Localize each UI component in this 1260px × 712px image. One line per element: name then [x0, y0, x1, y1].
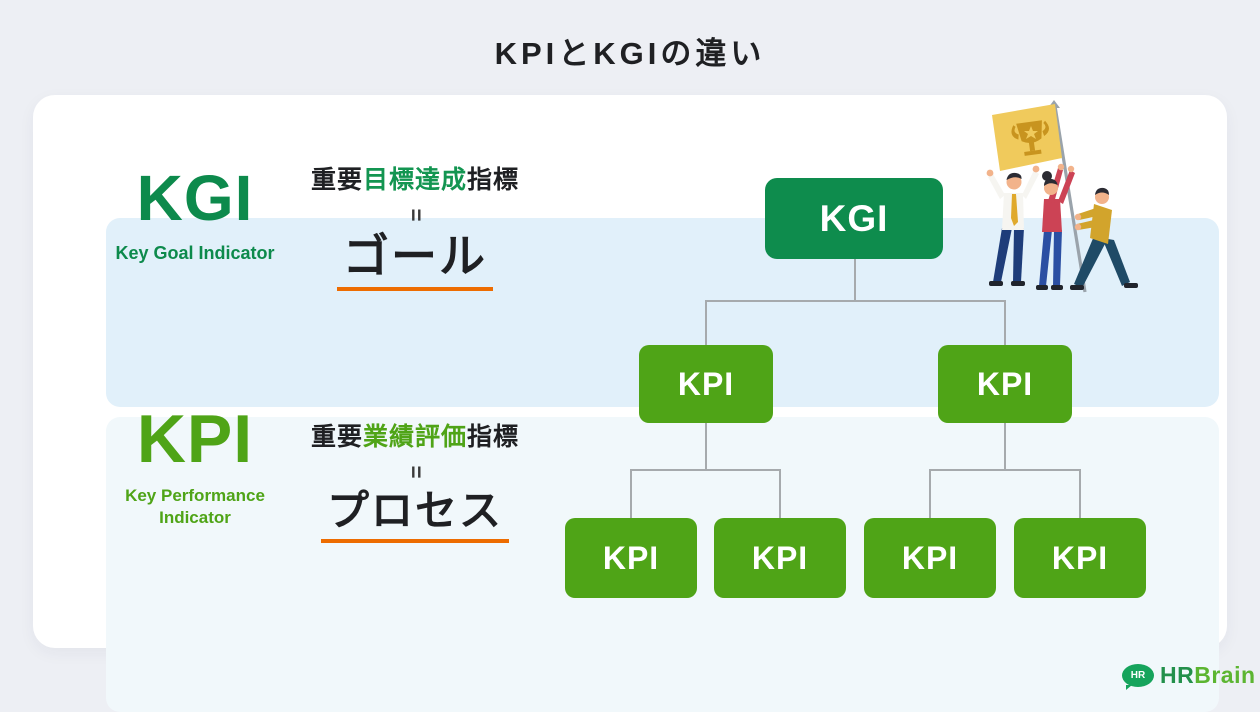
kpi-definition-suffix: 指標: [467, 423, 520, 451]
kpi-equals-symbol: =: [402, 465, 428, 479]
kpi-meaning: プロセス: [320, 487, 509, 544]
kgi-definition-prefix: 重要: [310, 166, 363, 194]
kpi-definition: 重要業績評価指標: [311, 417, 519, 453]
team-flag-illustration: [986, 100, 1138, 293]
kpi-full-name-line2: Indicator: [159, 508, 231, 528]
person-pushing-icon: [1070, 187, 1138, 290]
kgi-full-name: Key Goal Indicator: [115, 243, 275, 263]
kgi-equals-symbol: =: [402, 208, 428, 222]
hrbrain-wordmark-hr: HR: [1160, 662, 1195, 688]
hrbrain-bubble-icon: HR: [1122, 664, 1154, 690]
person-reaching-icon: [1036, 163, 1075, 290]
kgi-acronym: KGI: [136, 162, 254, 234]
hrbrain-wordmark-brain: Brain: [1194, 662, 1256, 688]
page-title: KPIとKGIの違い: [494, 36, 766, 71]
kpi-definition-prefix: 重要: [310, 423, 363, 451]
tree-node-kgi: KGI: [765, 178, 943, 259]
tree-node-kpi-leaf-2: KPI: [714, 518, 846, 598]
trophy-flag-icon: [992, 104, 1062, 171]
kpi-acronym-block: KPI Key Performance Indicator: [85, 405, 305, 529]
kpi-full-name: Key Performance Indicator: [85, 485, 305, 529]
kgi-definition-highlight: 目標達成: [362, 166, 467, 194]
tree-node-kpi-mid-1: KPI: [639, 345, 773, 423]
tree-node-kpi-leaf-3: KPI: [864, 518, 996, 598]
kgi-definition-suffix: 指標: [467, 166, 520, 194]
hrbrain-wordmark: HRBrain: [1160, 662, 1256, 689]
tree-node-kpi-leaf-4: KPI: [1014, 518, 1146, 598]
tree-node-kpi-mid-2: KPI: [938, 345, 1072, 423]
kpi-definition-highlight: 業績評価: [362, 423, 467, 451]
kpi-full-name-line1: Key Performance: [125, 486, 265, 505]
kgi-meaning: ゴール: [337, 230, 493, 291]
kgi-acronym-block: KGI Key Goal Indicator: [85, 166, 305, 265]
tree-node-kpi-leaf-1: KPI: [565, 518, 697, 598]
kgi-definition: 重要目標達成指標: [311, 160, 519, 196]
person-celebrating-icon: [986, 165, 1040, 286]
hrbrain-logo: HR HRBrain: [1122, 662, 1256, 690]
kgi-definition-block: 重要目標達成指標 = ゴール: [300, 160, 530, 291]
kpi-definition-block: 重要業績評価指標 = プロセス: [300, 417, 530, 544]
kpi-acronym: KPI: [136, 401, 254, 477]
